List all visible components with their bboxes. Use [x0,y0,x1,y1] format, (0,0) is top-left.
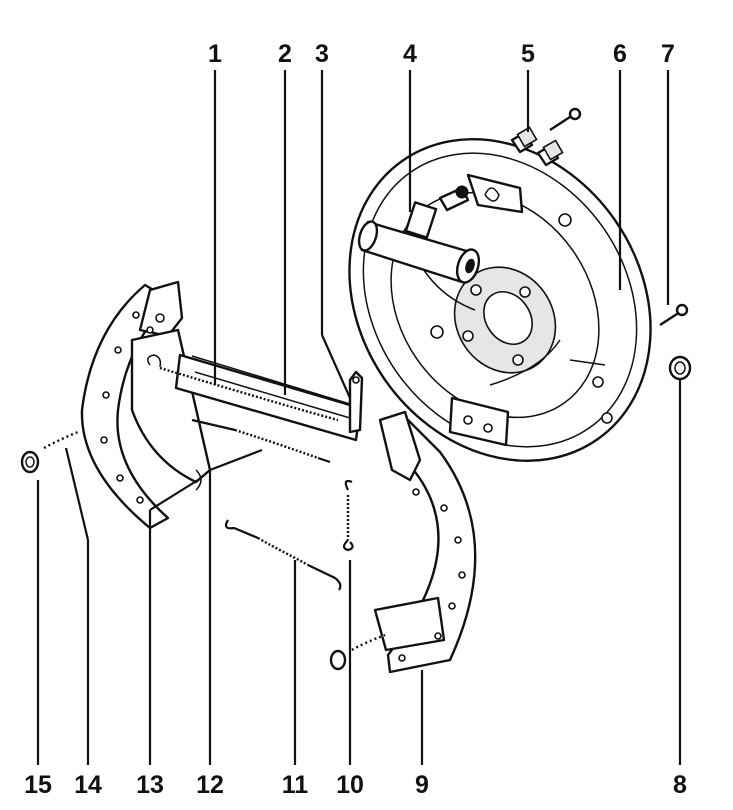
label-6: 6 [613,40,627,68]
backing-plate [348,138,652,462]
hook-spring [342,479,354,552]
label-11: 11 [282,771,309,799]
bleed-bolts [510,107,582,167]
adjuster-strut [174,353,362,442]
retaining-spring [224,519,342,591]
cup-washer [668,355,692,381]
label-8: 8 [673,771,687,799]
label-1: 1 [208,40,222,68]
label-10: 10 [336,771,364,799]
label-5: 5 [521,40,535,68]
right-brake-shoe [373,410,477,674]
spring-cup [20,450,40,474]
label-13: 13 [136,771,164,799]
label-2: 2 [278,40,292,68]
upper-return-spring [147,354,339,422]
label-15: 15 [24,771,52,799]
label-9: 9 [415,771,429,799]
hold-down-pin [659,303,689,327]
leader-lines [36,70,682,765]
shoe-hold-spring [43,430,79,450]
label-7: 7 [661,40,675,68]
label-4: 4 [403,40,417,68]
left-brake-shoe [80,280,212,530]
shoe-hold-spring-right [329,633,386,671]
part-labels: 1 2 3 4 5 6 7 8 9 10 11 12 13 14 15 [24,40,687,799]
wheel-cylinder [357,185,481,284]
lower-return-spring [191,418,331,464]
label-12: 12 [196,771,224,799]
label-14: 14 [74,771,102,799]
label-3: 3 [315,40,329,68]
adjuster-lever [348,370,364,434]
